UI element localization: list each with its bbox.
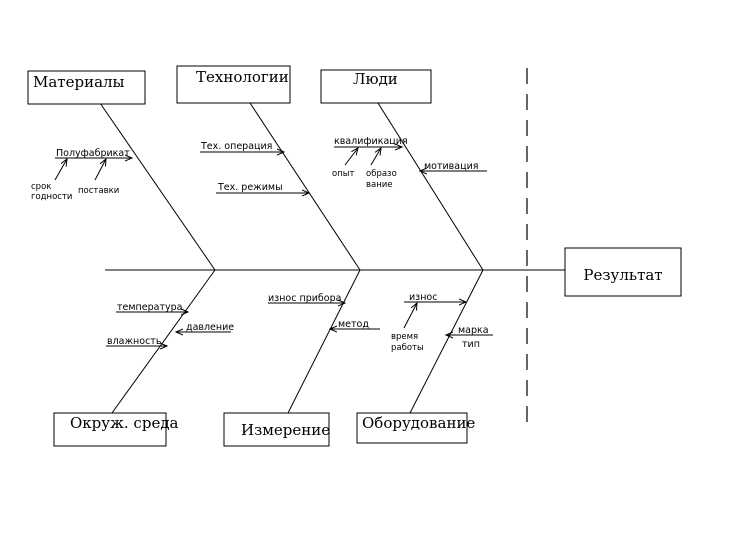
cause-education-line2: вание: [366, 180, 393, 190]
cause-operating-time-line1: время: [391, 332, 418, 342]
cause-wear: износ: [409, 292, 437, 303]
cause-semi-finished: Полуфабрикат: [56, 148, 130, 159]
bone-materials: [99, 102, 216, 271]
bone-technologies: [249, 102, 361, 271]
category-environment-label: Окруж. среда: [70, 414, 179, 432]
cause-shelf-life-arrow: [54, 159, 67, 181]
bone-equipment: [409, 269, 484, 414]
cause-supplies-arrow: [94, 159, 106, 181]
category-people: Люди: [320, 69, 432, 104]
cause-type: тип: [462, 339, 480, 350]
cause-device-wear: износ прибора: [268, 293, 341, 304]
cause-education-arrow: [370, 148, 381, 166]
result-label: Результат: [583, 266, 662, 284]
cause-brand: марка: [458, 325, 489, 336]
cause-shelf-life-line1: срок: [31, 182, 51, 192]
cause-supplies: поставки: [78, 186, 119, 196]
category-technologies-label: Технологии: [196, 68, 289, 86]
cause-method: метод: [338, 319, 369, 330]
bone-people: [377, 102, 484, 271]
category-environment: Окруж. среда: [53, 412, 179, 447]
cause-shelf-life-line2: годности: [31, 192, 72, 202]
cause-operating-time-line2: работы: [391, 343, 424, 353]
category-technologies: Технологии: [176, 65, 291, 104]
cause-tech-operation: Тех. операция: [200, 141, 272, 152]
category-materials-label: Материалы: [33, 73, 125, 91]
category-people-label: Люди: [353, 70, 398, 88]
cause-operating-time-arrow: [403, 303, 417, 329]
cause-education-line1: образо: [366, 169, 397, 179]
bone-environment: [111, 269, 216, 414]
cause-experience: опыт: [332, 169, 354, 179]
cause-tech-modes: Тех. режимы: [217, 182, 283, 193]
category-measurement-label: Измерение: [241, 421, 330, 439]
category-measurement: Измерение: [223, 412, 330, 447]
result-box: Результат: [564, 247, 682, 297]
category-equipment: Оборудование: [356, 412, 475, 444]
bone-measurement: [287, 269, 361, 414]
cause-humidity: влажность: [107, 336, 162, 347]
cause-motivation: мотивация: [424, 161, 478, 172]
category-equipment-label: Оборудование: [362, 414, 475, 432]
cause-temperature: температура: [117, 302, 182, 313]
cause-experience-arrow: [344, 148, 358, 166]
cause-pressure: давление: [186, 322, 234, 333]
cause-qualification: квалификация: [334, 136, 408, 147]
category-materials: Материалы: [27, 70, 146, 105]
